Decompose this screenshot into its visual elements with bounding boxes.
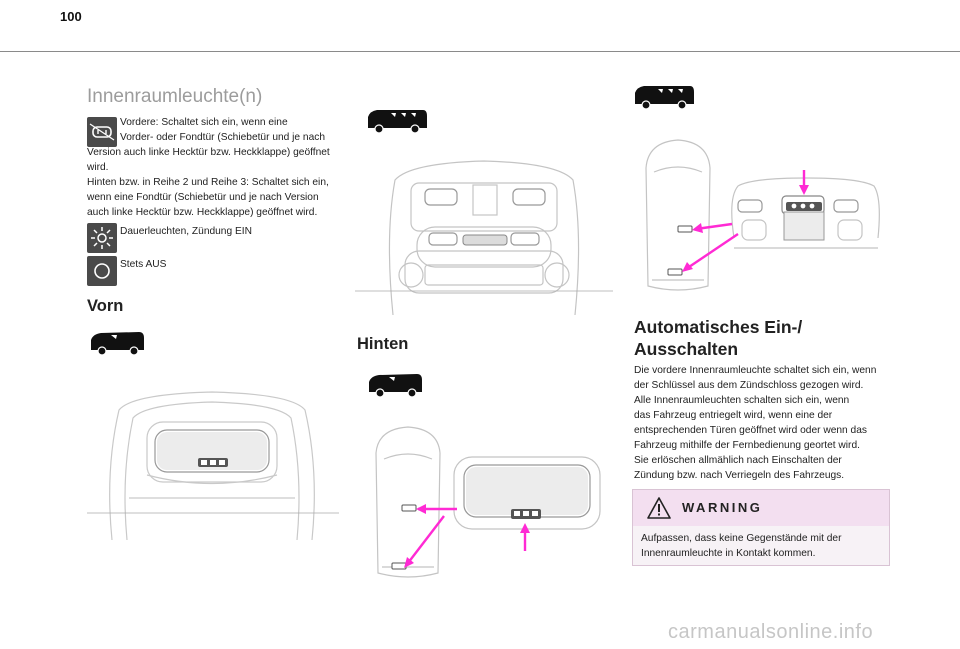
permanent-text: Dauerleuchten, Zündung EIN — [120, 226, 252, 237]
door-line-7: auch linke Hecktür bzw. Heckklappe) geöf… — [87, 207, 318, 218]
auto-line-7: Sie erlöschen allmählich nach Einschalte… — [634, 455, 842, 466]
mpv-silhouette-icon-2 — [635, 86, 694, 110]
mpv-topview-panel-figure — [645, 139, 880, 291]
door-line-2: Vorder- oder Fondtür (Schiebetür und je … — [120, 132, 326, 143]
door-line-5: Hinten bzw. in Reihe 2 und Reihe 3: Scha… — [87, 177, 329, 188]
warning-line-1: Aufpassen, dass keine Gegenstände mit de… — [641, 533, 842, 544]
section-title: Innenraumleuchte(n) — [87, 86, 263, 107]
auto-line-1: Die vordere Innenraumleuchte schaltet si… — [634, 365, 877, 376]
van-silhouette-icon — [91, 332, 144, 356]
warning-line-2: Innenraumleuchte in Kontakt kommen. — [641, 548, 816, 559]
auto-line-2: der Schlüssel aus dem Zündschloss gezoge… — [634, 380, 864, 391]
auto-line-4: das Fahrzeug entriegelt wird, wenn eine … — [634, 410, 833, 421]
sun-lamp-icon — [87, 223, 117, 253]
off-text: Stets AUS — [120, 259, 167, 270]
auto-heading-2: Ausschalten — [634, 339, 739, 359]
door-line-1: Vordere: Schaltet sich ein, wenn eine — [120, 117, 288, 128]
rear-lamp-van-topview-figure — [375, 426, 601, 578]
auto-line-6: Fahrzeug mithilfe der Fernbedienung geor… — [634, 440, 860, 451]
warning-triangle-icon — [647, 497, 671, 519]
van-silhouette-icon-2 — [369, 374, 422, 398]
mpv-silhouette-icon — [368, 110, 427, 134]
hinten-heading: Hinten — [357, 335, 409, 353]
door-lamp-icon — [87, 117, 117, 147]
auto-line-5: entsprechenden Türen geöffnet wird oder … — [634, 425, 867, 436]
door-line-6: wenn eine Fondtür (Schiebetür und je nac… — [87, 192, 319, 203]
auto-line-8: Zündung bzw. nach Verriegeln des Fahrzeu… — [634, 470, 845, 481]
warning-label: WARNING — [682, 500, 763, 515]
auto-line-3: Alle Innenraumleuchten schalten sich ein… — [634, 395, 850, 406]
watermark: carmanualsonline.info — [668, 621, 874, 643]
auto-heading-1: Automatisches Ein-/ — [634, 317, 803, 337]
circle-off-icon — [87, 256, 117, 286]
door-line-3: Version auch linke Hecktür bzw. Heckklap… — [87, 147, 330, 158]
vorn-heading: Vorn — [87, 297, 124, 315]
warning-box: WARNING Aufpassen, dass keine Gegenständ… — [632, 489, 890, 566]
page-number: 100 — [60, 9, 82, 24]
warning-header: WARNING — [633, 490, 889, 526]
door-line-4: wird. — [87, 162, 109, 173]
header-divider — [0, 51, 960, 52]
front-ceiling-lamp-figure — [87, 391, 339, 541]
rear-ceiling-panel-figure — [355, 160, 613, 316]
